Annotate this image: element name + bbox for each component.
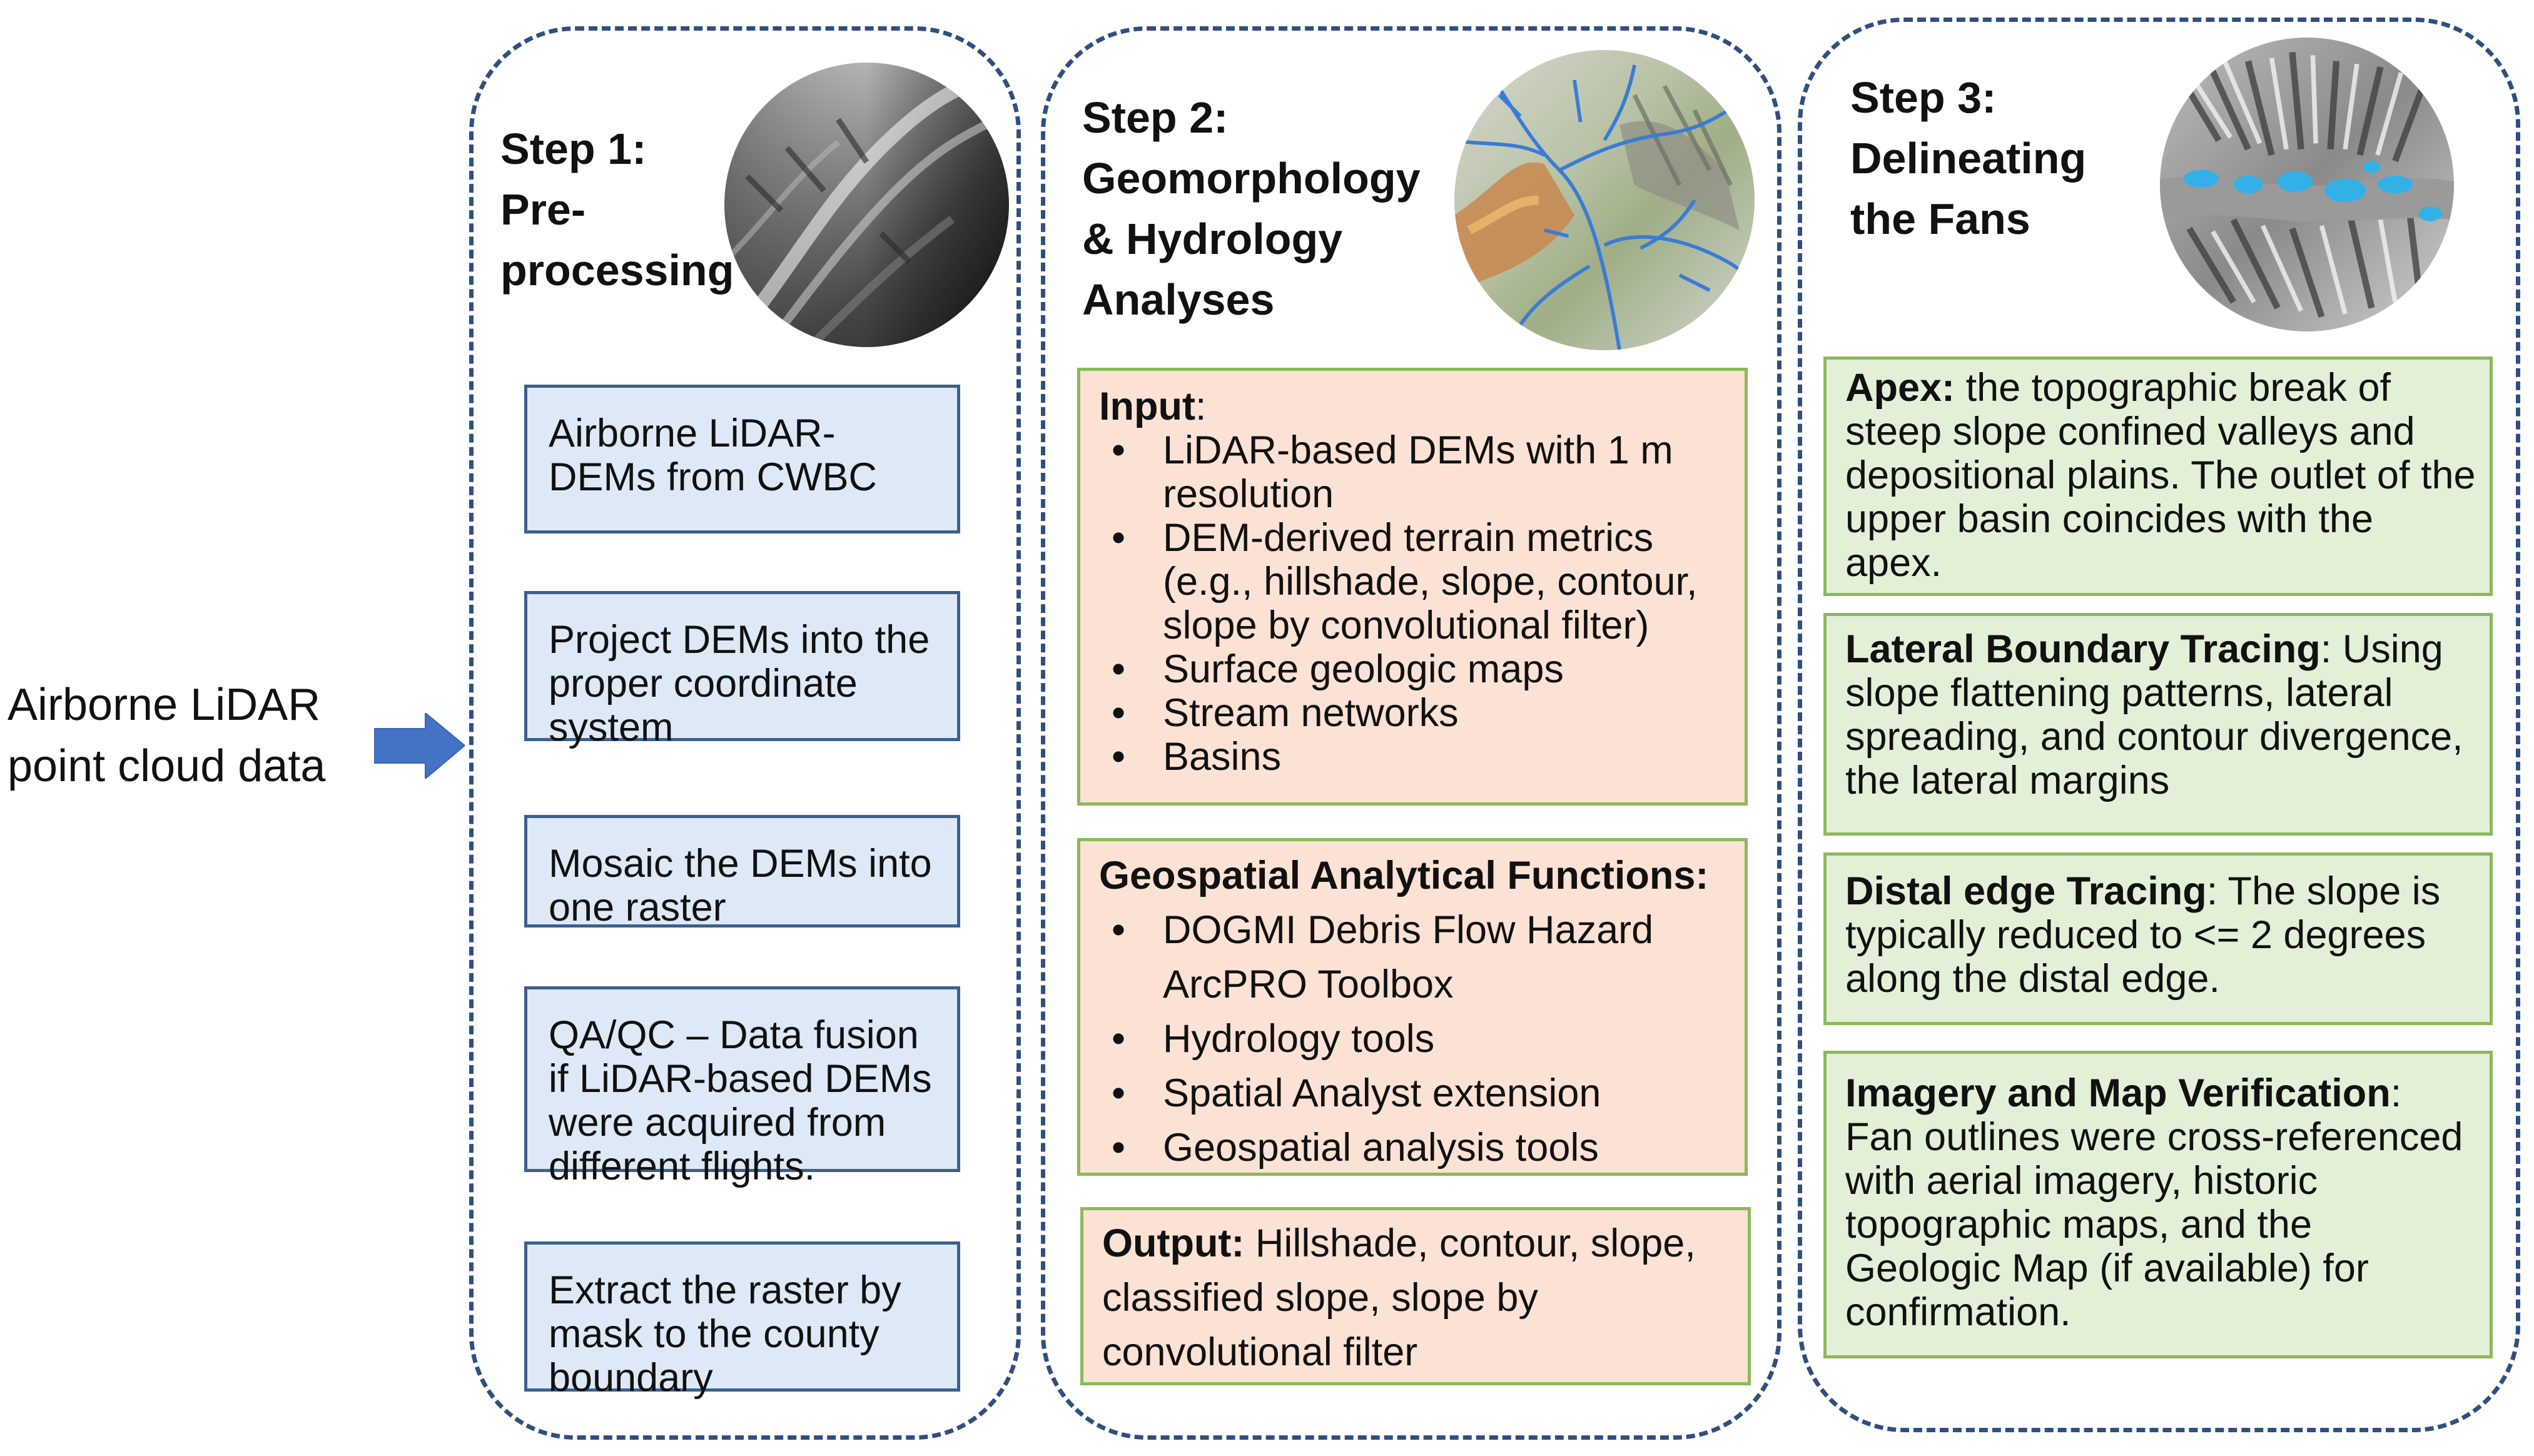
step3-box-distal-term: Distal edge Tracing: [1845, 869, 2207, 913]
intro-line-2: point cloud data: [8, 741, 326, 791]
step3-title: Step 3: Delineating the Fans: [1850, 68, 2176, 250]
step2-functions-box: Geospatial Analytical Functions: DOGMI D…: [1077, 838, 1748, 1176]
intro-line-1: Airborne LiDAR: [8, 680, 321, 730]
step3-box-apex-term: Apex:: [1845, 366, 1955, 410]
step3-box-imagery-term: Imagery and Map Verification: [1845, 1071, 2391, 1115]
step1-box-2-text: Project DEMs into the proper coordinate …: [549, 618, 930, 749]
step2-title-line-4: Analyses: [1082, 275, 1275, 324]
step2-input-item-5: Basins: [1099, 735, 1732, 779]
step1-box-3: Mosaic the DEMs into one raster: [524, 815, 960, 929]
step3-title-line-2: Delineating: [1850, 134, 2087, 183]
step2-functions-list: DOGMI Debris Flow Hazard ArcPRO Toolbox …: [1099, 903, 1732, 1175]
step3-box-imagery: Imagery and Map Verification: Fan outlin…: [1823, 1051, 2493, 1358]
step3-box-lateral: Lateral Boundary Tracing: Using slope fl…: [1823, 613, 2493, 836]
step2-functions-item-3: Spatial Analyst extension: [1099, 1066, 1732, 1121]
step1-box-2: Project DEMs into the proper coordinate …: [524, 591, 960, 749]
step3-box-distal: Distal edge Tracing: The slope is typica…: [1823, 852, 2493, 1025]
step2-input-heading-row: Input:: [1099, 385, 1207, 428]
step3-box-lateral-text: : Using slope flattening patterns, later…: [1845, 627, 2463, 802]
step3-box-lateral-term: Lateral Boundary Tracing: [1845, 627, 2321, 671]
step2-title-line-2: Geomorphology: [1082, 154, 1421, 203]
step3-box-imagery-text: : Fan outlines were cross-referenced wit…: [1845, 1071, 2463, 1334]
step1-column: [469, 26, 1021, 1440]
step2-functions-heading: Geospatial Analytical Functions:: [1099, 854, 1709, 897]
arrow-right-icon: [373, 711, 466, 781]
step2-functions-item-2: Hydrology tools: [1099, 1012, 1732, 1066]
step3-title-line-3: the Fans: [1850, 195, 2030, 243]
step3-title-line-1: Step 3:: [1850, 73, 1997, 122]
step1-title: Step 1: Pre- processing: [500, 119, 751, 301]
step1-box-1: Airborne LiDAR-DEMs from CWBC: [524, 385, 960, 533]
step3-box-apex-text: the topographic break of steep slope con…: [1845, 366, 2476, 585]
step2-input-heading: Input: [1099, 385, 1195, 428]
step2-title-line-3: & Hydrology: [1082, 215, 1343, 263]
step1-title-line-2: Pre-: [500, 185, 586, 234]
step1-box-5: Extract the raster by mask to the county…: [524, 1241, 960, 1400]
step2-input-item-4: Stream networks: [1099, 691, 1732, 735]
step2-output-box: Output: Hillshade, contour, slope, class…: [1080, 1207, 1751, 1385]
step2-input-box: Input: LiDAR-based DEMs with 1 m resolut…: [1077, 368, 1748, 806]
step2-functions-item-4: Geospatial analysis tools: [1099, 1121, 1732, 1175]
step3-box-apex: Apex: the topographic break of steep slo…: [1823, 356, 2493, 596]
step2-title: Step 2: Geomorphology & Hydrology Analys…: [1082, 88, 1470, 330]
intro-label: Airborne LiDAR point cloud data: [8, 674, 383, 797]
step3-box-distal-text: : The slope is typically reduced to <= 2…: [1845, 869, 2441, 1001]
step1-box-4: QA/QC – Data fusion if LiDAR-based DEMs …: [524, 986, 960, 1188]
step3-column: [1798, 18, 2520, 1432]
step1-box-3-text: Mosaic the DEMs into one raster: [549, 842, 932, 929]
step2-output-heading: Output:: [1102, 1221, 1245, 1265]
step2-input-list: LiDAR-based DEMs with 1 m resolution DEM…: [1099, 428, 1732, 779]
step2-title-line-1: Step 2:: [1082, 93, 1229, 142]
step2-output-text: Hillshade, contour, slope, classified sl…: [1102, 1221, 1696, 1374]
step1-box-5-text: Extract the raster by mask to the county…: [549, 1268, 901, 1400]
step2-column: [1041, 26, 1781, 1440]
step1-title-line-1: Step 1:: [500, 124, 647, 173]
fan-delineation-thumbnail: [2160, 38, 2454, 331]
step2-input-item-2: DEM-derived terrain metrics (e.g., hills…: [1099, 516, 1732, 647]
step1-box-4-text: QA/QC – Data fusion if LiDAR-based DEMs …: [549, 1013, 932, 1188]
step2-functions-item-1: DOGMI Debris Flow Hazard ArcPRO Toolbox: [1099, 903, 1732, 1012]
step1-box-1-text: Airborne LiDAR-DEMs from CWBC: [549, 412, 877, 499]
dem-grayscale-thumbnail: [724, 63, 1009, 347]
hydrology-map-thumbnail: [1454, 50, 1755, 350]
step1-title-line-3: processing: [500, 246, 734, 295]
step2-input-item-3: Surface geologic maps: [1099, 647, 1732, 691]
step2-input-item-1: LiDAR-based DEMs with 1 m resolution: [1099, 428, 1732, 516]
